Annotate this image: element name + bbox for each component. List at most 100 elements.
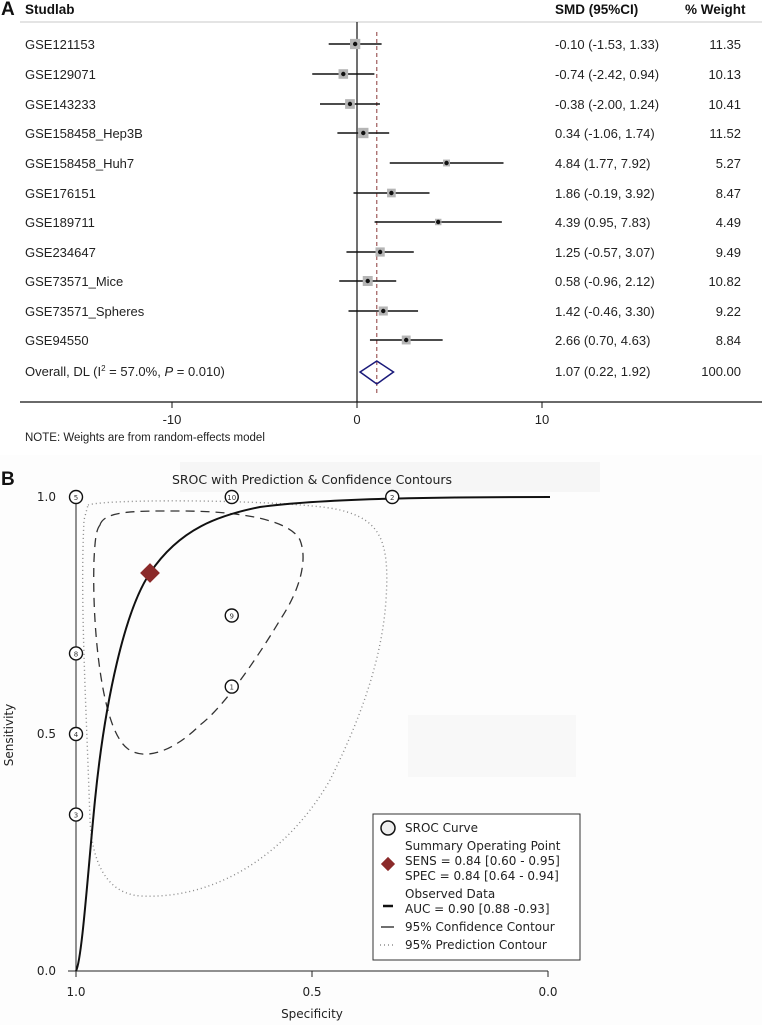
overall-weight-text: 100.00 [701, 364, 741, 379]
study-row: GSE158458_Huh7 4.84 (1.77, 7.92) 5.27 [25, 156, 741, 171]
x-tick-label: -10 [163, 412, 182, 427]
point-id: 8 [74, 650, 78, 658]
panel-label-b: B [1, 469, 15, 490]
legend-text: AUC = 0.90 [0.88 -0.93] [405, 902, 550, 916]
observed-point: 2 [385, 489, 400, 505]
column-header-weight: % Weight [685, 2, 746, 17]
y-tick-label: 0.0 [37, 964, 56, 978]
legend-text: 95% Prediction Contour [405, 938, 547, 952]
study-row: GSE121153-0.10 (-1.53, 1.33)11.35 [25, 37, 741, 52]
weight-text: 4.49 [716, 215, 741, 230]
ci-text: 2.66 (0.70, 4.63) [555, 333, 650, 348]
study-name: GSE158458_Huh7 [25, 156, 134, 171]
point-circle [224, 679, 239, 694]
legend-diamond-icon [380, 856, 396, 872]
legend-text: SPEC = 0.84 [0.64 - 0.94] [405, 869, 559, 883]
legend-item: 95% Confidence Contour [381, 920, 555, 934]
ci-text: -0.74 (-2.42, 0.94) [555, 67, 659, 82]
forest-plot: Studlab SMD (95%CI) % Weight GSE121153-0… [20, 2, 762, 444]
point-circle [68, 726, 84, 742]
study-name: GSE176151 [25, 186, 96, 201]
point-estimate [436, 219, 441, 225]
point-estimate [444, 160, 449, 166]
overall-ci-text: 1.07 (0.22, 1.92) [555, 364, 650, 379]
weight-text: 9.22 [716, 304, 741, 319]
point-circle [68, 646, 84, 661]
study-row: GSE73571_Mice 0.58 (-0.96, 2.12) 10.82 [25, 274, 741, 289]
y-tick-label: 0.5 [37, 727, 56, 741]
weight-text: 10.41 [708, 97, 741, 112]
overall-label: Overall, DL (I2 = 57.0%, P = 0.010) [25, 364, 225, 379]
summary-operating-point [140, 563, 160, 583]
observed-point: 5 [68, 489, 84, 505]
legend-text: SENS = 0.84 [0.60 - 0.95] [405, 854, 560, 868]
blank-patch [408, 715, 576, 777]
overall-row: Overall, DL (I2 = 57.0%, P = 0.010) 1.07… [25, 360, 741, 385]
study-name: GSE234647 [25, 245, 96, 260]
point-estimate [361, 130, 366, 136]
observed-points: 5 10 2 9 1 8 4 3 [68, 489, 400, 822]
point-id: 4 [74, 731, 79, 739]
x-tick-label: 1.0 [66, 985, 85, 999]
ci-text: 4.84 (1.77, 7.92) [555, 156, 650, 171]
observed-point: 1 [224, 679, 239, 694]
point-estimate [404, 337, 409, 343]
ci-text: 0.34 (-1.06, 1.74) [555, 126, 655, 141]
point-estimate [365, 278, 370, 284]
legend-circle-icon [380, 820, 396, 836]
ci-text: 4.39 (0.95, 7.83) [555, 215, 650, 230]
weight-text: 5.27 [716, 156, 741, 171]
forest-rows: GSE121153-0.10 (-1.53, 1.33)11.35GSE1290… [25, 37, 741, 348]
point-estimate [341, 71, 346, 77]
note-text: NOTE: Weights are from random-effects mo… [25, 432, 265, 444]
point-circle [68, 489, 84, 505]
point-circle [224, 608, 239, 623]
point-id: 2 [390, 494, 394, 502]
sroc-plot: SROC with Prediction & Confidence Contou… [2, 462, 600, 1021]
y-tick-label: 1.0 [37, 490, 56, 504]
point-estimate [377, 249, 383, 255]
weight-text: 8.47 [716, 186, 741, 201]
legend-item: SROC Curve [380, 820, 478, 836]
study-name: GSE158458_Hep3B [25, 126, 143, 141]
point-id: 3 [74, 812, 78, 820]
point-estimate [352, 41, 358, 47]
ci-text: -0.38 (-2.00, 1.24) [555, 97, 659, 112]
ci-text: 0.58 (-0.96, 2.12) [555, 274, 655, 289]
point-estimate [347, 101, 353, 107]
observed-point: 10 [224, 489, 239, 505]
forest-plot-panel: A Studlab SMD (95%CI) % Weight GSE121153… [0, 0, 762, 450]
observed-point: 3 [68, 807, 84, 822]
study-name: GSE143233 [25, 97, 96, 112]
point-circle [385, 489, 400, 505]
weight-text: 9.49 [716, 245, 741, 260]
legend-text: SROC Curve [405, 821, 478, 835]
x-tick-label: 0 [353, 412, 360, 427]
weight-text: 11.35 [709, 37, 741, 52]
point-circle [68, 807, 84, 822]
point-estimate [381, 308, 386, 314]
legend-text: Observed Data [405, 887, 495, 901]
x-axis-label: Specificity [281, 1007, 343, 1021]
column-header-smd: SMD (95%CI) [555, 2, 638, 17]
study-name: GSE73571_Mice [25, 274, 123, 289]
ci-text: 1.42 (-0.46, 3.30) [555, 304, 655, 319]
weight-text: 10.82 [708, 274, 741, 289]
study-name: GSE121153 [25, 37, 95, 52]
study-name: GSE129071 [25, 67, 96, 82]
sroc-plot-panel: B SROC with Prediction & Confidence Cont… [0, 455, 762, 1025]
observed-point: 8 [68, 646, 84, 661]
column-header-study: Studlab [25, 2, 75, 17]
prediction-contour [81, 500, 388, 897]
point-estimate [389, 190, 394, 196]
point-id: 9 [230, 613, 234, 621]
weight-text: 10.13 [708, 67, 741, 82]
point-id: 1 [230, 684, 234, 692]
